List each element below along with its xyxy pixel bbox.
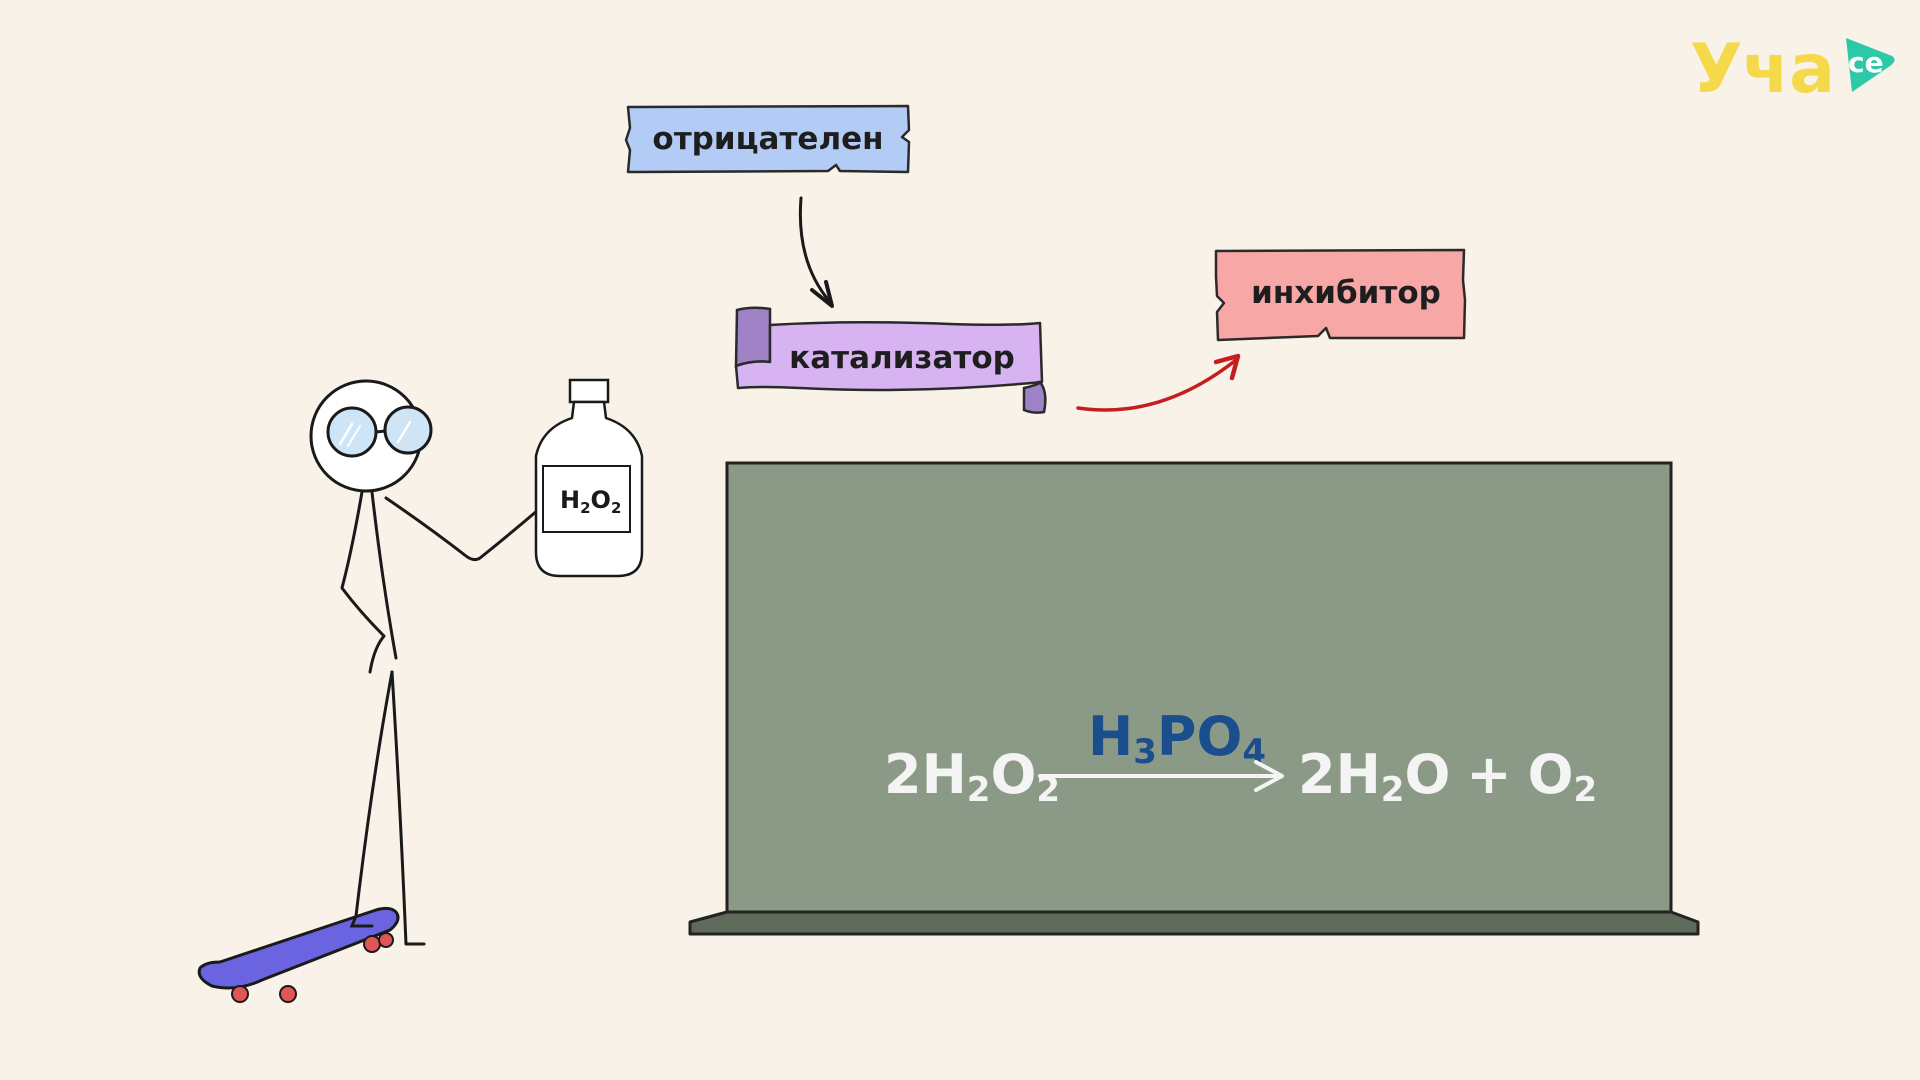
svg-text:H3PO4: H3PO4 — [1088, 705, 1266, 772]
negative-tag: отрицателен — [624, 104, 911, 174]
catalyst-banner-label: катализатор — [789, 340, 1015, 376]
inhibitor-tag: инхибитор — [1214, 248, 1467, 342]
skateboard-wheel-icon — [279, 985, 297, 1003]
bottle-label-text: H2O2 — [560, 486, 621, 517]
inhibitor-tag-shape — [1214, 248, 1467, 342]
glasses-icon — [326, 405, 433, 458]
skateboard-wheel-icon — [378, 932, 394, 948]
equation-catalyst: H3PO4 — [1088, 705, 1266, 772]
negative-tag-label: отрицателен — [652, 121, 883, 157]
skateboard-wheel-icon — [363, 935, 381, 953]
logo-badge-text: се — [1848, 46, 1884, 79]
chalkboard-surface — [725, 461, 1673, 917]
black-arrow — [798, 196, 834, 308]
svg-text:2H2O+O2: 2H2O+O2 — [1298, 743, 1597, 810]
equation-reactant: 2H2O2 — [884, 743, 1060, 810]
skateboard-deck — [197, 906, 400, 990]
bottle-cap — [568, 378, 610, 404]
uchase-logo[interactable]: Уча се — [1690, 30, 1895, 109]
negative-tag-shape — [624, 104, 911, 174]
red-arrow — [1076, 353, 1241, 412]
logo-badge-icon — [1846, 38, 1895, 92]
logo-brand-text: Уча — [1690, 30, 1835, 109]
skateboard — [197, 906, 400, 1003]
inhibitor-tag-label: инхибитор — [1251, 275, 1441, 311]
catalyst-banner-left-fold — [734, 306, 772, 368]
chalkboard-ledge — [688, 910, 1700, 936]
catalyst-banner: катализатор — [734, 306, 1047, 414]
h2o2-bottle: H2O2 — [534, 378, 644, 578]
equation-products: 2H2O+O2 — [1298, 743, 1597, 810]
svg-text:2H2O2: 2H2O2 — [884, 743, 1060, 810]
bottle-label-box — [542, 465, 631, 533]
reaction-arrow-icon — [1038, 760, 1284, 792]
catalyst-banner-body — [734, 320, 1044, 392]
chalkboard: H3PO4 2H2O2 2H2O+O2 — [688, 461, 1700, 936]
catalyst-banner-right-fold — [1022, 380, 1047, 414]
stick-figure — [309, 379, 540, 946]
skateboard-wheel-icon — [231, 985, 249, 1003]
